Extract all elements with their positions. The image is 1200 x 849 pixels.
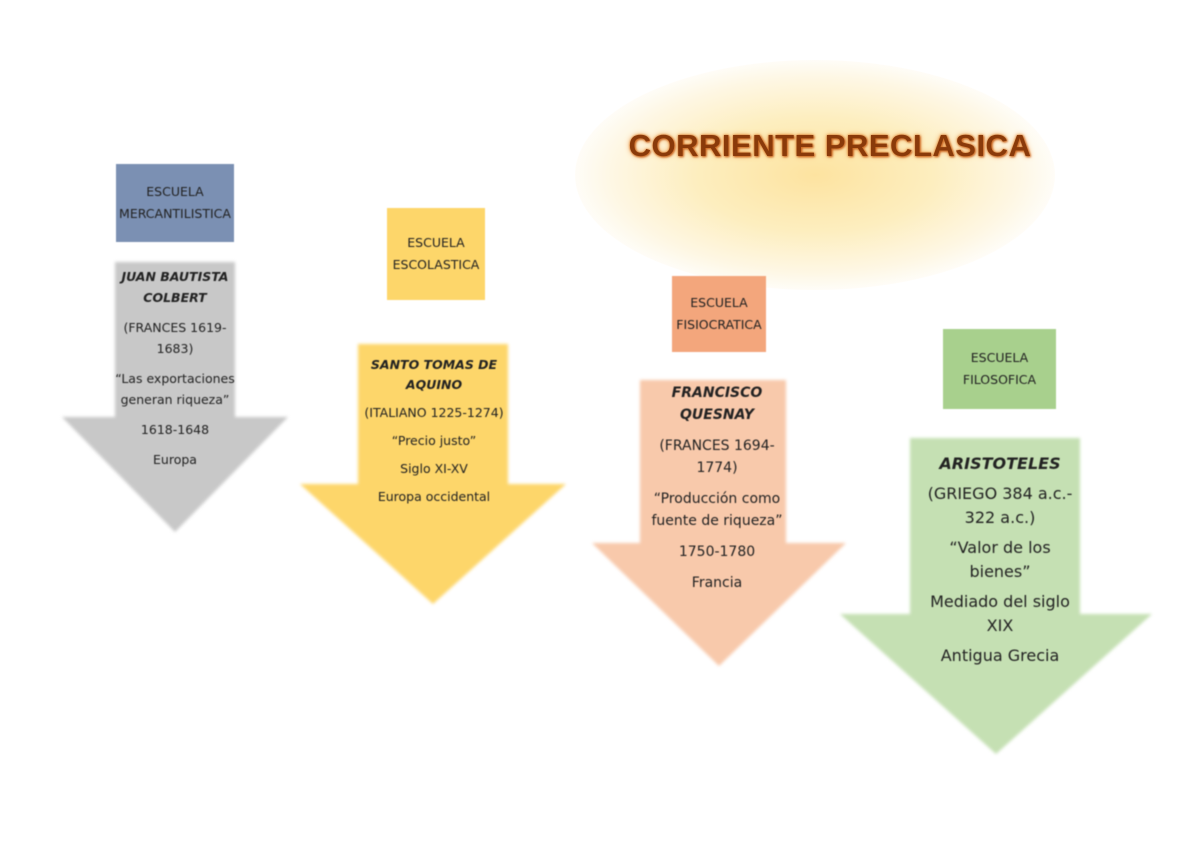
school-label: ESCUELA (146, 184, 204, 199)
school-label: ESCUELA (690, 295, 748, 310)
author-name: QUESNAY (680, 407, 754, 423)
period: 1618-1648 (140, 422, 210, 437)
author-name: ARISTOTELES (939, 454, 1061, 473)
school-box-filosofica: ESCUELA FILOSOFICA (943, 329, 1056, 409)
key-idea: fuente de riqueza” (651, 513, 783, 529)
period: XIX (986, 616, 1014, 635)
author-origin: 1683) (156, 341, 194, 356)
diagram-title: CORRIENTE PRECLASICA (628, 128, 1032, 163)
school-label: FISIOCRATICA (676, 317, 762, 332)
period: Mediado del siglo (930, 592, 1070, 611)
place: Francia (691, 575, 743, 591)
content-fisiocratica: FRANCISCO QUESNAY (FRANCES 1694- 1774) “… (642, 382, 792, 594)
period: Siglo XI-XV (400, 461, 468, 476)
author-origin: 322 a.c.) (964, 508, 1036, 527)
arrow-fisiocratica (592, 380, 846, 666)
school-label: ESCUELA (407, 235, 465, 250)
author-origin: (ITALIANO 1225-1274) (364, 405, 504, 420)
content-escolastica: SANTO TOMAS DE AQUINO (ITALIANO 1225-127… (350, 355, 518, 507)
key-idea: “Producción como (653, 491, 781, 507)
school-label: ESCUELA (970, 350, 1029, 365)
content-mercantilistica: JUAN BAUTISTA COLBERT (FRANCES 1619- 168… (105, 266, 245, 470)
key-idea: bienes” (969, 562, 1031, 581)
school-box-mercantilistica: ESCUELA MERCANTILISTICA (116, 164, 234, 242)
author-name: COLBERT (143, 290, 207, 305)
key-idea: generan riqueza” (120, 392, 230, 407)
school-label: ESCOLASTICA (392, 257, 480, 272)
arrow-escolastica (300, 344, 566, 604)
title-glow (575, 60, 1055, 290)
place: Antigua Grecia (940, 646, 1060, 665)
key-idea: “Valor de los (949, 538, 1051, 557)
content-filosofica: ARISTOTELES (GRIEGO 384 a.c.- 322 a.c.) … (905, 452, 1095, 668)
author-origin: (GRIEGO 384 a.c.- (927, 484, 1073, 503)
place: Europa occidental (377, 489, 491, 504)
author-origin: (FRANCES 1619- (123, 320, 227, 335)
author-origin: 1774) (696, 460, 738, 476)
author-name: SANTO TOMAS DE (370, 357, 498, 372)
period: 1750-1780 (678, 544, 756, 560)
school-box-fisiocratica: ESCUELA FISIOCRATICA (672, 276, 766, 352)
author-origin: (FRANCES 1694- (659, 438, 775, 454)
author-name: AQUINO (405, 377, 463, 392)
school-label: FILOSOFICA (962, 372, 1037, 387)
arrow-filosofica (840, 438, 1152, 754)
school-label: MERCANTILISTICA (119, 206, 231, 221)
school-box-escolastica: ESCUELA ESCOLASTICA (387, 208, 485, 300)
key-idea: “Las exportaciones (115, 371, 235, 386)
author-name: JUAN BAUTISTA (121, 269, 229, 284)
place: Europa (153, 452, 197, 467)
arrow-mercantilistica (62, 262, 288, 532)
author-name: FRANCISCO (671, 385, 763, 401)
key-idea: “Precio justo” (391, 433, 477, 448)
